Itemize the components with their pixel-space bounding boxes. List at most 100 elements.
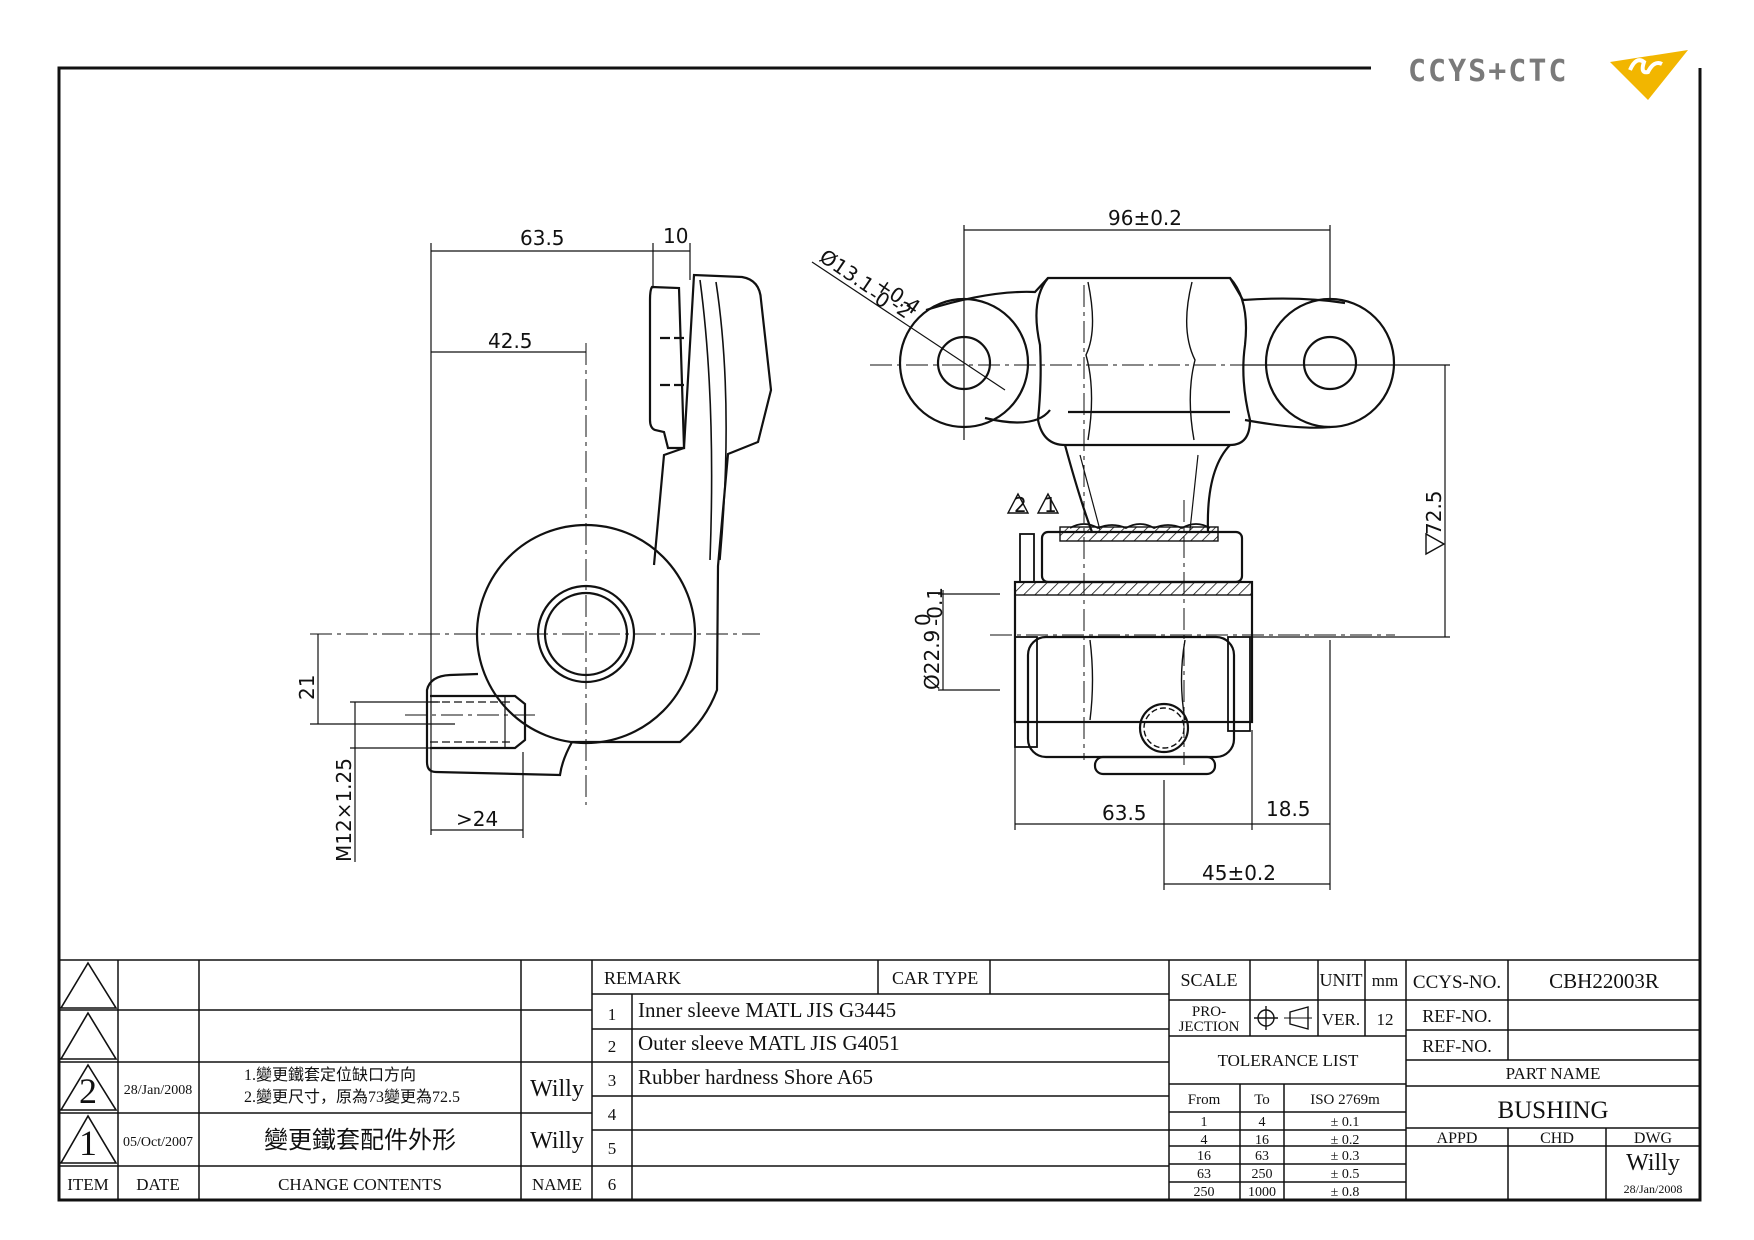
rev-2-content-2: 2.變更尺寸，原為73變更為72.5 [244,1088,460,1106]
ref-no-1-label: REF-NO. [1422,1006,1492,1026]
dim-front-sleeve: Ø22.9 [920,630,944,690]
rev-2-name: Willy [530,1076,584,1102]
tolerance-header-iso: ISO 2769m [1310,1092,1380,1108]
tolerance-title: TOLERANCE LIST [1218,1051,1359,1070]
dim-front-length-b: 18.5 [1266,797,1311,821]
logo-mark [1610,50,1688,100]
remark-4-no: 4 [608,1105,617,1124]
dim-front-length-a: 63.5 [1102,801,1147,825]
remark-table: REMARK CAR TYPE 1 Inner sleeve MATL JIS … [604,968,978,1194]
rev-header-item: ITEM [67,1175,109,1194]
rev-header-name: NAME [532,1175,582,1194]
sheet-border [57,66,1702,1202]
chd-label: CHD [1540,1130,1574,1147]
ref-no-2-label: REF-NO. [1422,1036,1492,1056]
tolerance-cell: 4 [1259,1115,1266,1130]
tolerance-cell: 4 [1201,1133,1208,1148]
rev-2-date: 28/Jan/2008 [124,1083,192,1098]
side-view-dimensions [310,243,691,862]
part-name-label: PART NAME [1506,1064,1601,1083]
tolerance-cell: 1 [1201,1115,1208,1130]
remark-3-no: 3 [608,1071,617,1090]
tolerance-cell: 250 [1252,1167,1273,1182]
tolerance-cell: 63 [1197,1167,1211,1182]
side-view-dimension-text: 63.5 10 42.5 21 M12×1.25 >24 [295,224,688,862]
tolerance-cell: 16 [1197,1149,1211,1164]
rev-1-date: 05/Oct/2007 [123,1135,193,1150]
rev-mark-1-label: 1 [1044,493,1057,517]
dim-side-flange: 10 [663,224,688,248]
remark-2-text: Outer sleeve MATL JIS G4051 [638,1031,900,1055]
dwg-name: Willy [1626,1150,1680,1176]
tolerance-header-from: From [1188,1092,1221,1108]
dim-front-sleeve-tol-lower: -0.1 [923,587,947,626]
remark-1-no: 1 [608,1005,617,1024]
remark-2-no: 2 [608,1037,617,1056]
tolerance-cell: ± 0.5 [1331,1167,1360,1182]
rev-mark-height [1425,532,1446,556]
rev-header-date: DATE [136,1175,179,1194]
rev-1-name: Willy [530,1128,584,1154]
rev-2-item: 2 [79,1071,97,1111]
appd-label: APPD [1437,1130,1478,1147]
ver-value: 12 [1377,1010,1394,1029]
revision-table: 2 28/Jan/2008 1.變更鐵套定位缺口方向 2.變更尺寸，原為73變更… [67,1065,584,1194]
dim-side-thread: M12×1.25 [332,758,356,862]
dwg-date: 28/Jan/2008 [1624,1182,1683,1196]
scale-label: SCALE [1180,970,1237,990]
remark-1-text: Inner sleeve MATL JIS G3445 [638,998,896,1022]
tolerance-cell: 16 [1255,1133,1269,1148]
tolerance-cell: ± 0.1 [1331,1115,1360,1130]
rev-mark-2-label: 2 [1014,493,1027,517]
revision-table-triangles [59,961,118,1164]
tolerance-cell: ± 0.8 [1331,1185,1360,1200]
front-view [870,276,1450,776]
ccys-no-value: CBH22003R [1549,969,1659,993]
remark-3-text: Rubber hardness Shore A65 [638,1065,873,1089]
car-type-label: CAR TYPE [892,968,978,988]
front-view-dimension-text: 96±0.2 Ø13.1 +0.4 -0 -2 72.5 Ø22.9 0 -0.… [815,206,1446,885]
spec-block: SCALE UNIT mm PRO- JECTION VER. 12 TOLER… [1179,970,1399,1108]
projection-label-1: PRO- [1192,1004,1226,1020]
side-view [310,273,773,805]
unit-label: UNIT [1320,970,1363,990]
rev-mark-1 [1036,492,1060,514]
projection-label-2: JECTION [1179,1019,1240,1035]
ver-label: VER. [1322,1010,1360,1029]
dim-side-mid: 42.5 [488,329,533,353]
tolerance-cell: 250 [1194,1185,1215,1200]
dim-side-thread-length: >24 [456,807,498,831]
rev-1-item: 1 [79,1123,97,1163]
dim-side-offset: 21 [295,675,319,700]
remark-5-no: 5 [608,1139,617,1158]
title-block-lines [59,959,1700,1200]
dim-front-length-c: 45±0.2 [1202,861,1276,885]
tolerance-cell: ± 0.3 [1331,1149,1360,1164]
front-view-dimensions [811,225,1450,890]
tolerance-cell: 63 [1255,1149,1269,1164]
rev-header-contents: CHANGE CONTENTS [278,1175,442,1194]
dim-front-sleeve-tol-upper: 0 [911,613,935,626]
part-name-value: BUSHING [1497,1097,1608,1124]
title-block-right: CCYS-NO. CBH22003R REF-NO. REF-NO. PART … [1413,969,1682,1196]
logo-text: CCYS+CTC [1408,54,1569,89]
projection-symbol-icon [1254,1006,1312,1030]
tolerance-cell: ± 0.2 [1331,1133,1360,1148]
unit-value: mm [1372,971,1398,990]
dwg-label: DWG [1634,1130,1673,1147]
company-logo: CCYS+CTC [1408,50,1688,100]
rev-2-content-1: 1.變更鐵套定位缺口方向 [244,1065,416,1084]
dim-side-width: 63.5 [520,226,565,250]
revision-marks [1006,492,1446,556]
tolerance-cell: 1000 [1248,1185,1276,1200]
rev-mark-2 [1006,492,1030,514]
remark-6-no: 6 [608,1175,617,1194]
tolerance-header-to: To [1254,1092,1270,1108]
ccys-no-label: CCYS-NO. [1413,972,1501,993]
dim-front-height: 72.5 [1422,490,1446,535]
remark-header: REMARK [604,968,681,988]
rev-1-content-1: 變更鐵套配件外形 [264,1127,456,1154]
dim-front-width: 96±0.2 [1108,206,1182,230]
